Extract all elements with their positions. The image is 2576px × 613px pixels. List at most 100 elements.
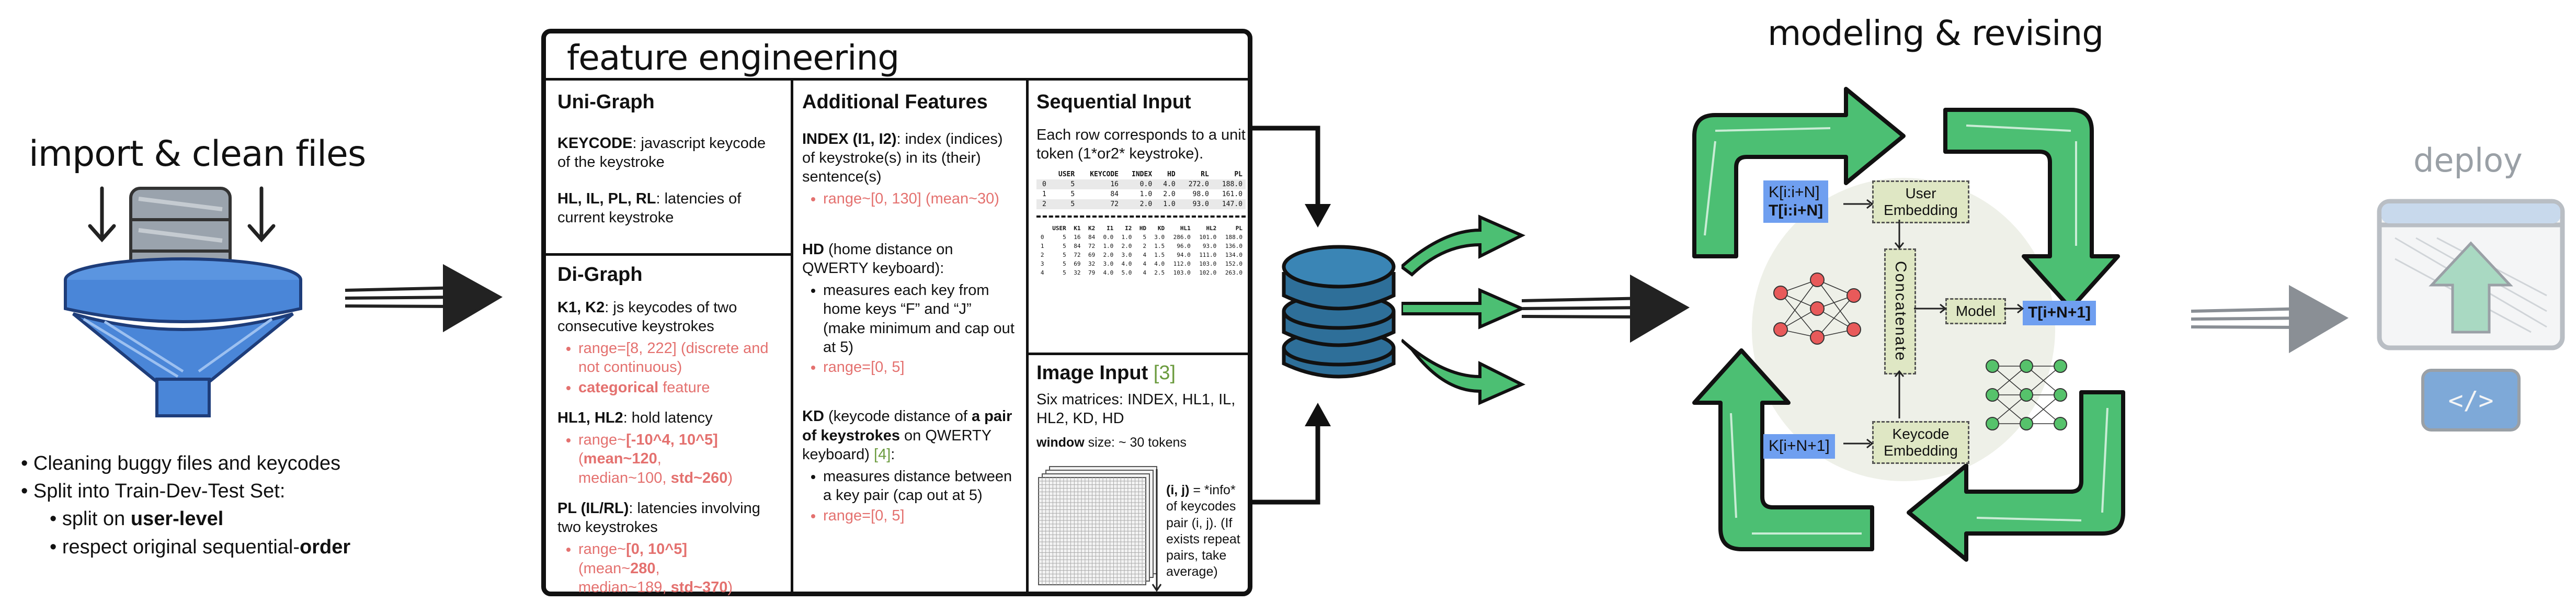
table-cell: 4	[1143, 260, 1147, 268]
table-cell: 147.0	[1222, 200, 1243, 209]
table-cell: 1.0	[1139, 190, 1153, 199]
flow-arrow-icon	[345, 264, 503, 333]
list-item: range=[0, 5]	[823, 358, 1017, 377]
table-cell: 84	[1110, 190, 1119, 199]
table-cell: 93.0	[1202, 243, 1217, 250]
database-icon	[1282, 245, 1396, 379]
table-cell: 2.0	[1121, 243, 1132, 250]
uni-graph-section: Uni-Graph KEYCODE: javascript keycode of…	[557, 91, 782, 228]
table-cell: 4.0	[1154, 260, 1165, 268]
latency-desc: HL, IL, PL, RL: latencies of current key…	[557, 190, 742, 226]
divider	[1026, 353, 1248, 355]
green-network-icon	[1986, 359, 2067, 430]
list-item: range~[0, 10^5] (mean~280, median~189, s…	[578, 540, 782, 597]
table-cell: 94.0	[1177, 252, 1191, 259]
list-item: • Split into Train-Dev-Test Set:	[21, 480, 286, 503]
funnel-icon	[64, 257, 302, 417]
table-cell: 0.0	[1139, 180, 1153, 189]
table-cell: 112.0	[1173, 260, 1191, 268]
table-cell: 32	[1074, 269, 1081, 277]
import-title: import & clean files	[29, 133, 366, 175]
down-arrow-icon	[88, 186, 276, 243]
window-size-label: window size: ~ 30 tokens	[1036, 435, 1187, 450]
list-item: range~[-10^4, 10^5] (mean~120, median~10…	[578, 430, 782, 487]
divider	[791, 78, 793, 592]
additional-features-section: Additional Features INDEX (I1, I2): inde…	[802, 91, 1017, 526]
table-header-cell: HD	[1139, 225, 1147, 232]
keycode-input-tag: K[i+N+1]	[1763, 434, 1835, 459]
table-header-cell: KEYCODE	[1090, 171, 1119, 179]
index-desc: INDEX (I1, I2): index (indices) of keyst…	[802, 130, 1017, 209]
table-cell: 5	[1070, 200, 1075, 209]
table-header-cell: RL	[1201, 171, 1209, 179]
table-cell: 4.0	[1121, 260, 1132, 268]
keycodes-desc: K1, K2: js keycodes of two consecutive k…	[557, 298, 782, 397]
table-cell: 5	[1070, 180, 1075, 189]
list-item: measures each key from home keys “F” and…	[823, 281, 1017, 357]
table-cell: 101.0	[1199, 234, 1217, 241]
table-header-cell	[1036, 224, 1047, 233]
table-cell: 1.0	[1103, 243, 1114, 250]
table-cell: 3.0	[1103, 260, 1114, 268]
section-heading: Sequential Input	[1036, 91, 1191, 113]
table-cell: 286.0	[1173, 234, 1191, 241]
flow-arrow-icon	[1521, 274, 1690, 343]
table-cell: 5	[1143, 234, 1147, 241]
table-cell: 103.0	[1199, 260, 1217, 268]
table-cell: 32	[1088, 260, 1096, 268]
table-header-cell: K1	[1074, 225, 1081, 232]
table-cell: 0	[1042, 180, 1046, 189]
model-block: Model	[1945, 298, 2006, 325]
user-embedding-block: User Embedding	[1872, 180, 1969, 224]
table-cell: 111.0	[1199, 252, 1217, 259]
list-item: categorical feature	[578, 378, 782, 397]
split-arrows	[1401, 214, 1526, 405]
flow-arrow-icon	[2191, 285, 2349, 354]
table-cell: 2.5	[1154, 269, 1165, 277]
table-header-cell: K2	[1088, 225, 1096, 232]
sequential-desc: Each row corresponds to a unit token (1*…	[1036, 126, 1246, 162]
table-cell: 103.0	[1173, 269, 1191, 277]
table-header-cell: I2	[1125, 225, 1132, 232]
table-cell: 69	[1074, 260, 1081, 268]
table-header-cell: USER	[1058, 171, 1075, 179]
table-header-cell: HL1	[1180, 225, 1191, 232]
table-cell: 136.0	[1225, 243, 1243, 250]
code-glyph: </>	[2448, 386, 2494, 415]
table-cell: 188.0	[1225, 234, 1243, 241]
table-cell: 84	[1088, 234, 1096, 241]
divider	[546, 253, 791, 256]
table-cell: 72	[1088, 243, 1096, 250]
concatenate-block: Concatenate	[1884, 248, 1916, 374]
hold-latency-desc: HL1, HL2: hold latency range~[-10^4, 10^…	[557, 408, 782, 487]
divider	[1026, 78, 1029, 592]
list-item: range=[8, 222] (discrete and not continu…	[578, 339, 782, 377]
deploy-title: deploy	[2413, 141, 2523, 179]
funnel-illustration	[64, 186, 302, 417]
table-cell: 5	[1063, 234, 1066, 241]
section-heading: Image Input [3]	[1036, 362, 1176, 384]
table-cell: 98.0	[1192, 190, 1209, 199]
table-cell: 84	[1074, 243, 1081, 250]
table-cell: 4.0	[1103, 269, 1114, 277]
import-bullet-list: • Cleaning buggy files and keycodes • Sp…	[21, 450, 397, 561]
table-cell: 5	[1063, 243, 1066, 250]
merge-arrows	[1252, 126, 1331, 505]
table-cell: 272.0	[1188, 180, 1209, 189]
table-cell: 1.5	[1154, 252, 1165, 259]
pl-latency-desc: PL (IL/RL): latencies involving two keys…	[557, 499, 782, 597]
table-header-cell	[1036, 169, 1050, 179]
matrix-stack-illustration	[1038, 466, 1162, 592]
table-cell: 3	[1040, 260, 1044, 268]
table-cell: 263.0	[1225, 269, 1243, 277]
hd-desc: HD (home distance on QWERTY keyboard): m…	[802, 240, 1017, 377]
sequential-input-section: Sequential Input Each row corresponds to…	[1036, 91, 1246, 277]
table-cell: 72	[1074, 252, 1081, 259]
list-item: range=[0, 5]	[823, 506, 1017, 525]
